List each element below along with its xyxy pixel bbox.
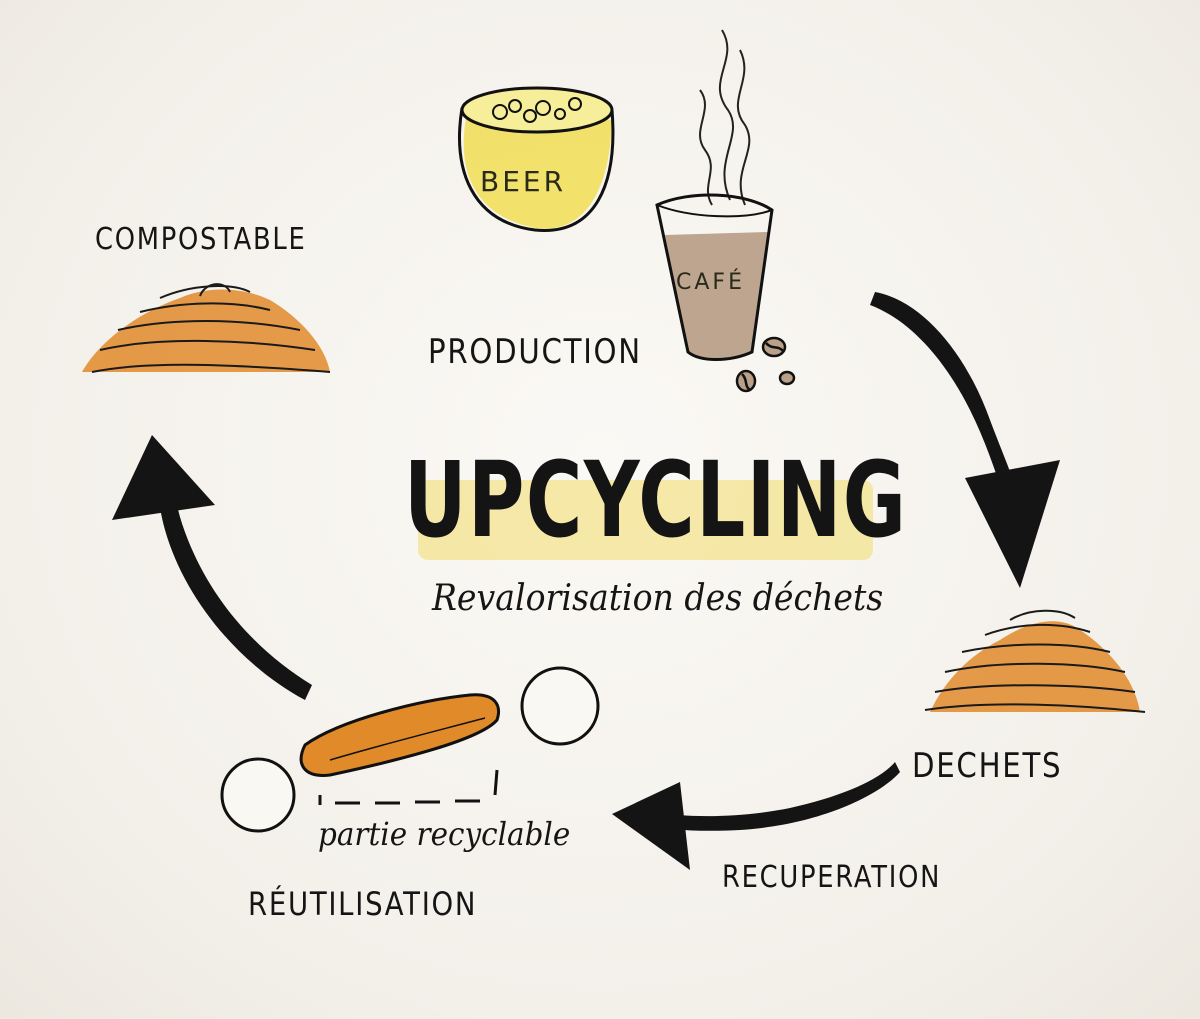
reusable-part-icon bbox=[220, 666, 600, 833]
label-recuperation: RECUPERATION bbox=[722, 860, 942, 895]
label-compostable: COMPOSTABLE bbox=[95, 222, 307, 257]
label-partie-recyclable: partie recyclable bbox=[318, 815, 571, 853]
label-production: PRODUCTION bbox=[428, 332, 642, 372]
beer-label: BEER bbox=[480, 165, 567, 198]
coffee-beans-icon bbox=[735, 336, 796, 393]
diagram-subtitle: Revalorisation des déchets bbox=[432, 578, 884, 619]
arrow-bottom-left-icon bbox=[612, 762, 900, 870]
arrow-left-up-icon bbox=[112, 435, 312, 700]
steam-icon bbox=[699, 29, 751, 206]
cafe-label: CAFÉ bbox=[676, 270, 745, 295]
label-reutilisation: RÉUTILISATION bbox=[248, 885, 478, 923]
title-highlight bbox=[418, 480, 873, 560]
coffee-glass-icon bbox=[655, 193, 774, 361]
arrow-right-down-icon bbox=[870, 292, 1060, 588]
waste-pile-icon bbox=[924, 609, 1146, 713]
label-dechets: DECHETS bbox=[912, 746, 1063, 786]
beer-glass-icon bbox=[458, 86, 615, 232]
compost-pile-icon bbox=[82, 283, 331, 373]
diagram-title: UPCYCLING bbox=[404, 439, 908, 561]
